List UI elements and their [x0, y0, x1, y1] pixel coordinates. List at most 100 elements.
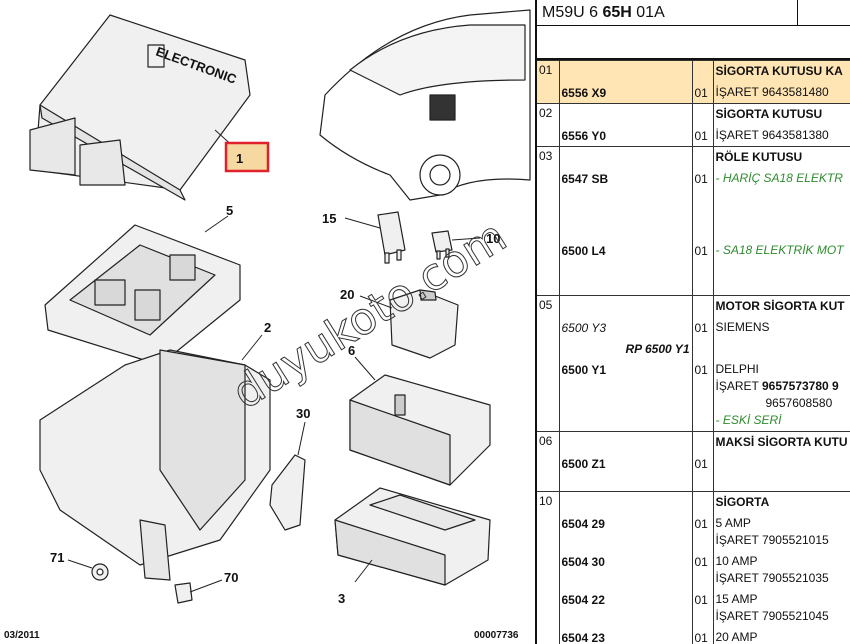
group-number: 10: [539, 494, 553, 508]
parts-row[interactable]: 05 MOTOR SİGORTA KUT: [537, 295, 850, 317]
parts-row[interactable]: RP 6500 Y1: [537, 338, 850, 359]
part-number[interactable]: RP 6500 Y1: [558, 338, 692, 359]
quantity: 01: [691, 589, 713, 627]
group-number: [537, 589, 559, 627]
part-number[interactable]: [558, 146, 692, 168]
part-number[interactable]: [558, 431, 692, 453]
callout-70[interactable]: 70: [224, 570, 238, 585]
description-line: [716, 340, 849, 357]
maxi-fuse-box-part-6[interactable]: [349, 374, 491, 486]
part-number[interactable]: [558, 103, 692, 125]
part-number[interactable]: 6504 29: [558, 513, 692, 551]
part-number[interactable]: 6504 22: [558, 589, 692, 627]
bracket-part-30[interactable]: [269, 454, 306, 531]
fuse-box-housing-part[interactable]: [39, 349, 271, 581]
part-number[interactable]: [558, 60, 692, 82]
quantity: 01: [691, 82, 713, 104]
parts-diagram: ELECTRONIC: [4, 9, 531, 641]
group-number: 06: [539, 434, 553, 448]
fuse-part-15[interactable]: [377, 211, 406, 264]
callout-30[interactable]: 30: [296, 406, 310, 421]
description: [712, 338, 850, 359]
clip-part-70[interactable]: [174, 582, 193, 604]
group-number: [537, 359, 559, 432]
part-number[interactable]: 6504 30: [558, 551, 692, 589]
relay-part-20[interactable]: [389, 289, 459, 359]
description-line: 10 AMP: [715, 554, 758, 568]
part-number[interactable]: [558, 491, 692, 513]
callout-1[interactable]: 1: [236, 151, 243, 166]
description-line: RÖLE KUTUSU: [715, 150, 803, 164]
part-number[interactable]: [558, 295, 692, 317]
description-line: 20 AMP: [715, 630, 758, 644]
description-line: [716, 204, 849, 221]
description-line: İŞARET 9643581380: [715, 128, 829, 142]
part-number[interactable]: 6556 X9: [558, 82, 692, 104]
description-line: MOTOR SİGORTA KUT: [715, 299, 845, 313]
description: SİGORTA: [712, 491, 850, 513]
part-number[interactable]: 6556 Y0: [558, 125, 692, 147]
description: - SA18 ELEKTRİK MOT: [712, 240, 850, 296]
description: 10 AMP İŞARET 7905521035: [712, 551, 850, 589]
part-number[interactable]: 6500 Y3: [558, 317, 692, 338]
group-number: [537, 82, 559, 104]
callout-10[interactable]: 10: [486, 231, 500, 246]
quantity: 01: [691, 125, 713, 147]
quantity: 01: [691, 453, 713, 492]
description-line: DELPHI: [715, 362, 759, 376]
callout-3[interactable]: 3: [338, 591, 345, 606]
description-line: SİGORTA: [715, 495, 770, 509]
description-line: - ESKİ SERİ: [715, 413, 782, 427]
description: SİGORTA KUTUSU KA: [712, 60, 850, 82]
group-number: 05: [539, 298, 553, 312]
description-line: SIEMENS: [715, 320, 770, 334]
part-number[interactable]: 6500 Y1: [558, 359, 692, 432]
callout-1-highlight[interactable]: [224, 141, 270, 173]
callout-2[interactable]: 2: [264, 320, 271, 335]
quantity: [691, 338, 713, 359]
battery-box-part-3[interactable]: [334, 487, 491, 586]
callout-6[interactable]: 6: [348, 343, 355, 358]
fuse-box-cover-part[interactable]: ELECTRONIC: [29, 14, 251, 201]
part-number[interactable]: 6500 L4: [558, 240, 692, 296]
description: MAKSİ SİGORTA KUTU: [712, 431, 850, 453]
callout-20[interactable]: 20: [340, 287, 354, 302]
description-line: İŞARET 9657573780 9: [715, 379, 839, 393]
part-number[interactable]: 6500 Z1: [558, 453, 692, 492]
group-number: [537, 240, 559, 296]
part-number[interactable]: 6547 SB: [558, 168, 692, 240]
description-line: 9657608580: [765, 396, 833, 410]
callout-71[interactable]: 71: [50, 550, 64, 565]
footer-code: 00007736: [474, 630, 519, 641]
callout-15[interactable]: 15: [322, 211, 336, 226]
relay-box-frame-part[interactable]: [44, 224, 241, 366]
clip-part-71[interactable]: [91, 563, 109, 581]
header-spacer: [537, 26, 850, 60]
vehicle-location-view: [319, 9, 531, 201]
parts-row[interactable]: 10 SİGORTA: [537, 491, 850, 513]
callout-5[interactable]: 5: [226, 203, 233, 218]
group-number: [537, 453, 559, 492]
parts-row[interactable]: 06 MAKSİ SİGORTA KUTU: [537, 431, 850, 453]
quantity: [691, 295, 713, 317]
description-line: [716, 472, 849, 489]
part-number[interactable]: 6504 23: [558, 627, 692, 644]
fuse-part-10[interactable]: [431, 230, 453, 260]
description-line: İŞARET 7905521035: [715, 571, 829, 585]
description: 20 AMP: [712, 627, 850, 644]
